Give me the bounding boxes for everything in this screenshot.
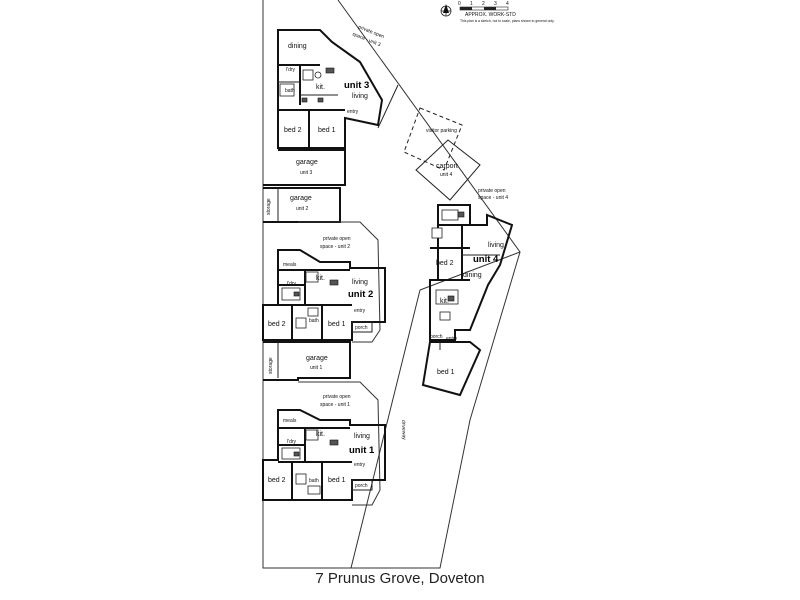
scale-tick: 0 <box>458 1 461 7</box>
room-label-entry: entry <box>347 109 359 115</box>
visitor-parking-label: visitor parking <box>426 128 457 134</box>
unit-label: unit 3 <box>344 80 369 91</box>
room-label-meals: meals <box>283 418 297 424</box>
room-label-living: living <box>354 433 370 440</box>
garage-label: garage <box>296 159 318 166</box>
garage-label: garage <box>306 355 328 362</box>
room-label-bed1: bed 1 <box>328 321 346 328</box>
unit-1: meals kit. living unit 1 l'dry bath entr… <box>262 381 386 506</box>
room-label-entry: entry <box>354 308 366 314</box>
garage-sub-label: unit 1 <box>310 365 322 371</box>
carport-sub-label: unit 4 <box>440 172 452 178</box>
room-label-bath: bath <box>309 478 319 484</box>
room-label-porch: porch <box>430 334 443 340</box>
garage-label: garage <box>290 195 312 202</box>
room-label-meals: meals <box>283 262 297 268</box>
garage-sub-label: unit 2 <box>296 206 308 212</box>
carport-unit-4: carport unit 4 <box>415 139 481 201</box>
page-caption: 7 Prunus Grove, Doveton <box>315 570 485 587</box>
scale-tick: 3 <box>494 1 497 7</box>
scale-tick: 2 <box>482 1 485 7</box>
unit-label: unit 1 <box>349 445 375 456</box>
room-label-living: living <box>352 279 368 286</box>
pos-label: private open <box>323 236 351 242</box>
unit-2: meals kit. living unit 2 l'dry bath entr… <box>262 221 386 343</box>
room-label-porch: porch <box>355 483 368 489</box>
carport-label: carport <box>436 163 458 170</box>
pos-label: private open <box>323 394 351 400</box>
room-label-bed1: bed 1 <box>437 369 455 376</box>
room-label-living: living <box>488 242 504 249</box>
room-label-bed1: bed 1 <box>328 477 346 484</box>
scale-tick: 4 <box>506 1 509 7</box>
room-label-bath: bath <box>285 88 295 94</box>
storage-label: storage <box>266 198 272 215</box>
room-label-porch: porch <box>355 325 368 331</box>
garage-sub-label: unit 3 <box>300 170 312 176</box>
unit-4: private open space - unit 4 living unit … <box>421 188 514 397</box>
garage-unit-3: garage unit 3 <box>263 149 346 186</box>
unit-3: dining l'dry bath kit. unit 3 living ent… <box>277 24 385 149</box>
room-label-living: living <box>352 93 368 100</box>
unit-label: unit 2 <box>348 289 373 300</box>
room-label-entry: entry <box>446 336 458 342</box>
unit-label: unit 4 <box>473 254 499 265</box>
room-label-bed1: bed 1 <box>318 127 336 134</box>
room-label-bed2: bed 2 <box>284 127 302 134</box>
room-label-ldry: l'dry <box>287 281 297 287</box>
storage-label: storage <box>268 357 274 374</box>
pos-label: space - unit 2 <box>320 244 350 250</box>
driveway-label: driveway <box>400 420 407 440</box>
scale-note: APPROX. WORK-STD <box>465 12 516 18</box>
room-label-kit: kit. <box>440 298 449 305</box>
room-label-kit: kit. <box>316 84 325 91</box>
room-label-bed2: bed 2 <box>268 321 286 328</box>
pos-label: space - unit 1 <box>320 402 350 408</box>
room-label-entry: entry <box>354 462 366 468</box>
room-label-dining: dining <box>288 43 307 50</box>
north-arrow-icon <box>440 4 452 17</box>
room-label-kit: kit. <box>316 275 325 282</box>
garage-unit-2: storage garage unit 2 <box>263 187 341 223</box>
scale-tick: 1 <box>470 1 473 7</box>
pos-label: space - unit 4 <box>478 195 508 201</box>
garage-unit-1: storage garage unit 1 <box>263 341 351 381</box>
room-label-dining: dining <box>463 272 482 279</box>
room-label-kit: kit. <box>316 431 325 438</box>
room-label-bath: bath <box>309 318 319 324</box>
room-label-bed2: bed 2 <box>436 260 454 267</box>
pos-label: private open <box>478 188 506 194</box>
scale-bar: 0 1 2 3 4 APPROX. WORK-STD This plan is … <box>458 1 555 23</box>
scale-disclaimer: This plan is a sketch, not to scale, pla… <box>460 19 555 23</box>
room-label-bed2: bed 2 <box>268 477 286 484</box>
room-label-ldry: l'dry <box>287 439 297 445</box>
visitor-parking: visitor parking <box>403 107 463 171</box>
room-label-ldry: l'dry <box>286 67 296 73</box>
